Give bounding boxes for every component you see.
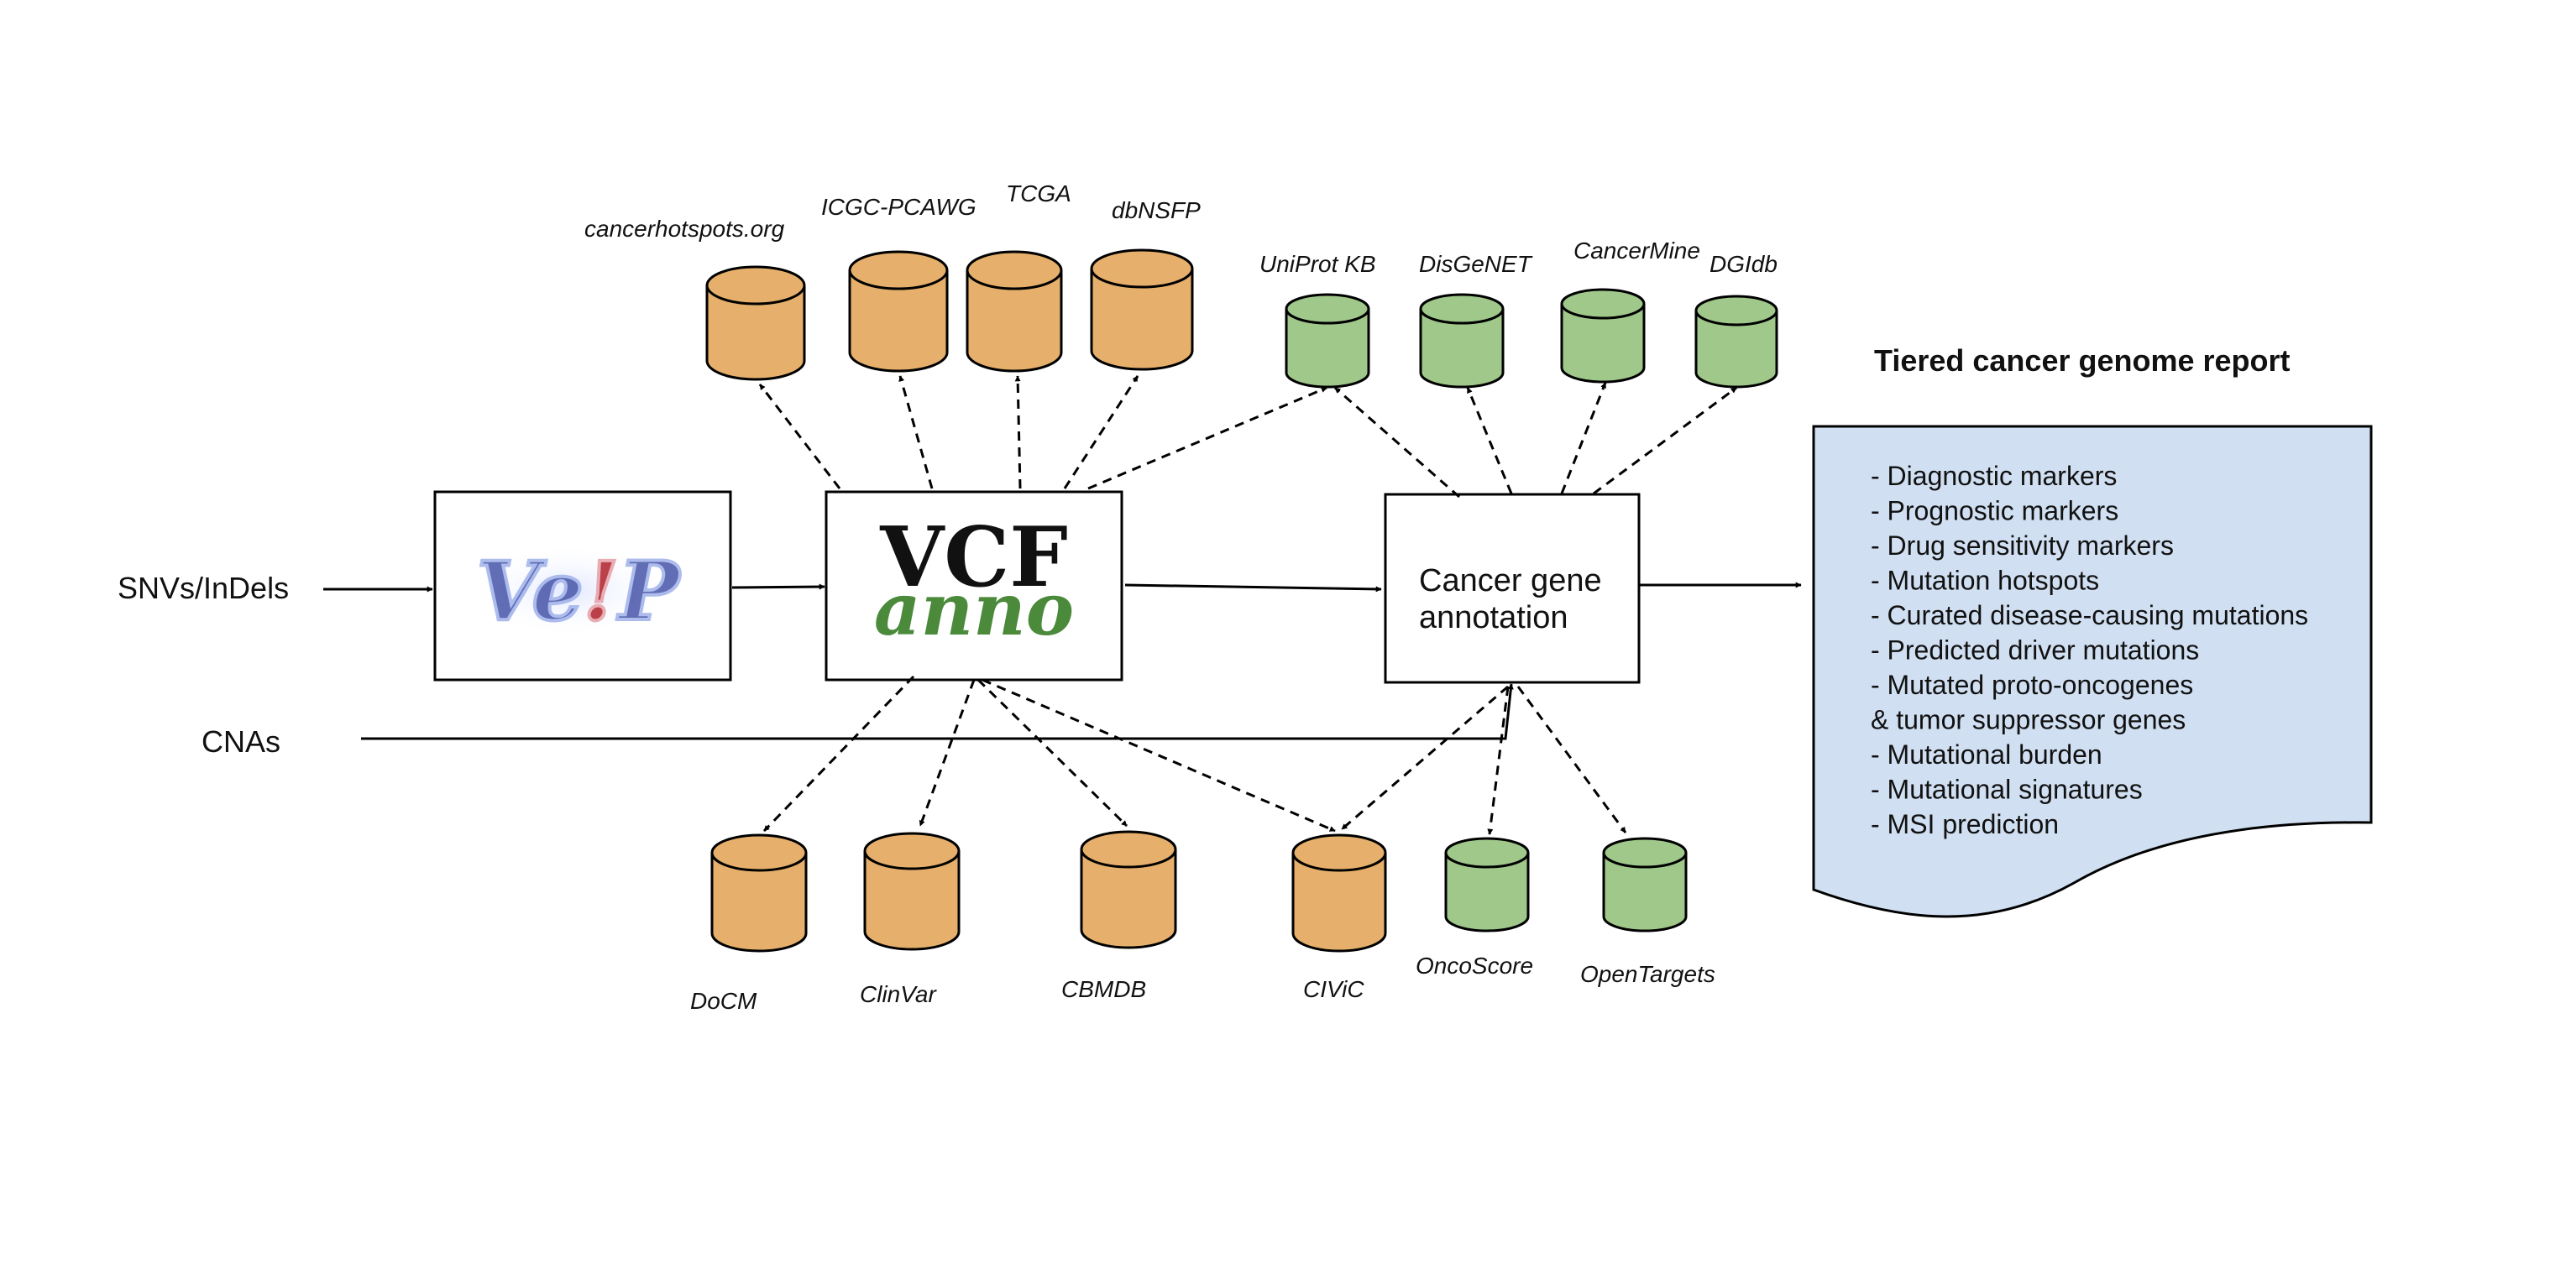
db-dbnsfp-cylinder — [1090, 248, 1194, 371]
cna-to-cancer-gene-connector — [361, 683, 1514, 740]
db-disgenet-cylinder — [1419, 293, 1505, 389]
db-cbmdb-cylinder — [1080, 830, 1177, 949]
db-cancermine-cylinder — [1560, 288, 1646, 384]
link-cancergene-civic — [1341, 685, 1509, 831]
cancer-gene-line-1: Cancer gene — [1419, 563, 1602, 598]
db-label-disgenet: DisGeNET — [1419, 251, 1533, 277]
db-label-oncoscore: OncoScore — [1416, 953, 1533, 979]
vcfanno-to-cancer-gene-arrow — [1124, 583, 1382, 593]
svg-text:Ve!P: Ve!P — [477, 544, 682, 639]
db-label-dgidb: DGIdb — [1709, 251, 1778, 277]
link-vcfanno-dbnsfp — [1063, 375, 1139, 489]
db-docm-cylinder — [710, 833, 808, 953]
link-cancergene-opentargets — [1516, 686, 1627, 833]
db-uniprot-kb-cylinder — [1285, 293, 1370, 389]
db-civic-cylinder — [1291, 833, 1387, 953]
vcfanno-box — [825, 490, 1123, 682]
report-item: - Drug sensitivity markers — [1871, 530, 2174, 561]
link-vcfanno-docm — [762, 675, 915, 833]
link-vcfanno-uniprot — [1087, 386, 1327, 490]
db-label-uniprot-kb: UniProt KB — [1259, 251, 1376, 277]
db-icgc-pcawg-cylinder — [848, 250, 949, 373]
db-cancerhotspots-cylinder — [705, 265, 806, 381]
vcfanno-logo: VCF anno — [874, 509, 1074, 652]
report-item: - Mutated proto-oncogenes — [1871, 670, 2193, 700]
report-document — [1812, 425, 2373, 918]
report-item: - Prognostic markers — [1871, 496, 2118, 526]
db-tcga-cylinder — [966, 250, 1063, 373]
db-opentargets-cylinder — [1602, 837, 1688, 932]
link-cancergene-disgenet — [1466, 387, 1513, 494]
vcfanno-logo-anno: anno — [874, 567, 1074, 652]
report-item: - Diagnostic markers — [1871, 461, 2117, 491]
link-vcfanno-cancerhotspots — [758, 384, 841, 489]
link-cancergene-uniprot — [1334, 386, 1460, 499]
db-label-cbmdb: CBMDB — [1061, 976, 1146, 1002]
db-label-opentargets: OpenTargets — [1580, 961, 1715, 987]
snvs-indels-label: SNVs/InDels — [118, 571, 289, 605]
link-vcfanno-cbmdb — [976, 678, 1128, 828]
db-label-civic: CIViC — [1303, 976, 1364, 1002]
report-item: & tumor suppressor genes — [1871, 705, 2186, 735]
report-title: Tiered cancer genome report — [1874, 343, 2291, 378]
vcfanno-logo-vcf: VCF — [879, 509, 1068, 606]
link-vcfanno-civic — [982, 678, 1336, 833]
report-item: - Curated disease-causing mutations — [1871, 600, 2308, 630]
db-dgidb-cylinder — [1694, 295, 1778, 389]
db-label-docm: DoCM — [690, 988, 757, 1014]
cnas-label: CNAs — [202, 724, 280, 759]
db-clinvar-cylinder — [863, 832, 961, 951]
report-item: - Mutational burden — [1871, 739, 2102, 770]
vep-to-vcfanno-arrow — [731, 583, 825, 590]
link-vcfanno-tcga — [1014, 375, 1022, 489]
vep-logo: Ve!P — [467, 542, 683, 640]
link-vcfanno-icgc-pcawg — [898, 375, 934, 489]
db-oncoscore-cylinder — [1444, 837, 1530, 932]
report-item: - Mutation hotspots — [1871, 566, 2099, 596]
link-cancergene-dgidb — [1593, 386, 1737, 495]
report-items-list: - Diagnostic markers - Prognostic markers… — [1871, 461, 2308, 839]
cancer-gene-line-2: annotation — [1419, 600, 1568, 635]
report-item: - Mutational signatures — [1871, 775, 2143, 805]
link-cancergene-cancermine — [1560, 382, 1607, 494]
cancer-gene-annotation-box — [1384, 493, 1641, 684]
db-label-cancermine: CancerMine — [1573, 238, 1700, 264]
link-vcfanno-clinvar — [919, 679, 976, 827]
db-label-clinvar: ClinVar — [860, 981, 937, 1007]
report-item: - Predicted driver mutations — [1871, 635, 2199, 666]
db-label-cancerhotspots: cancerhotspots.org — [584, 216, 785, 242]
db-label-icgc-pcawg: ICGC-PCAWG — [821, 194, 976, 220]
report-item: - MSI prediction — [1871, 809, 2059, 839]
link-cancergene-oncoscore — [1487, 686, 1510, 835]
db-label-dbnsfp: dbNSFP — [1112, 197, 1201, 223]
db-label-tcga: TCGA — [1006, 180, 1071, 206]
